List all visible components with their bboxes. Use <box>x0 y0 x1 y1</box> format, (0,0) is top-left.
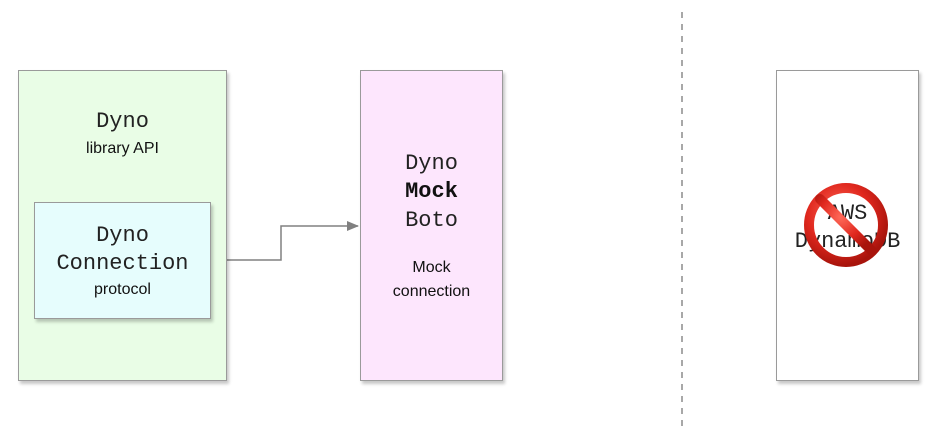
mock-line2: Mock <box>405 179 458 204</box>
connection-line2: Connection <box>56 251 189 276</box>
connection-line1: Dyno <box>96 223 149 248</box>
connection-protocol-box: Dyno Connection protocol <box>34 202 211 319</box>
mock-line1: Dyno <box>405 151 458 176</box>
prohibited-icon <box>804 183 888 267</box>
aws-dynamodb-box: AWS DynamoDB <box>776 70 919 381</box>
connection-to-mock-arrow <box>211 221 359 261</box>
library-title: Dyno <box>96 109 149 134</box>
mock-subtitle-line2: connection <box>392 283 471 300</box>
library-subtitle: library API <box>86 140 159 157</box>
connection-subtitle: protocol <box>94 281 151 298</box>
mock-line3: Boto <box>405 208 458 233</box>
mock-boto-box: Dyno Mock Boto Mock connection <box>360 70 503 381</box>
mock-subtitle-line1: Mock <box>412 259 451 276</box>
